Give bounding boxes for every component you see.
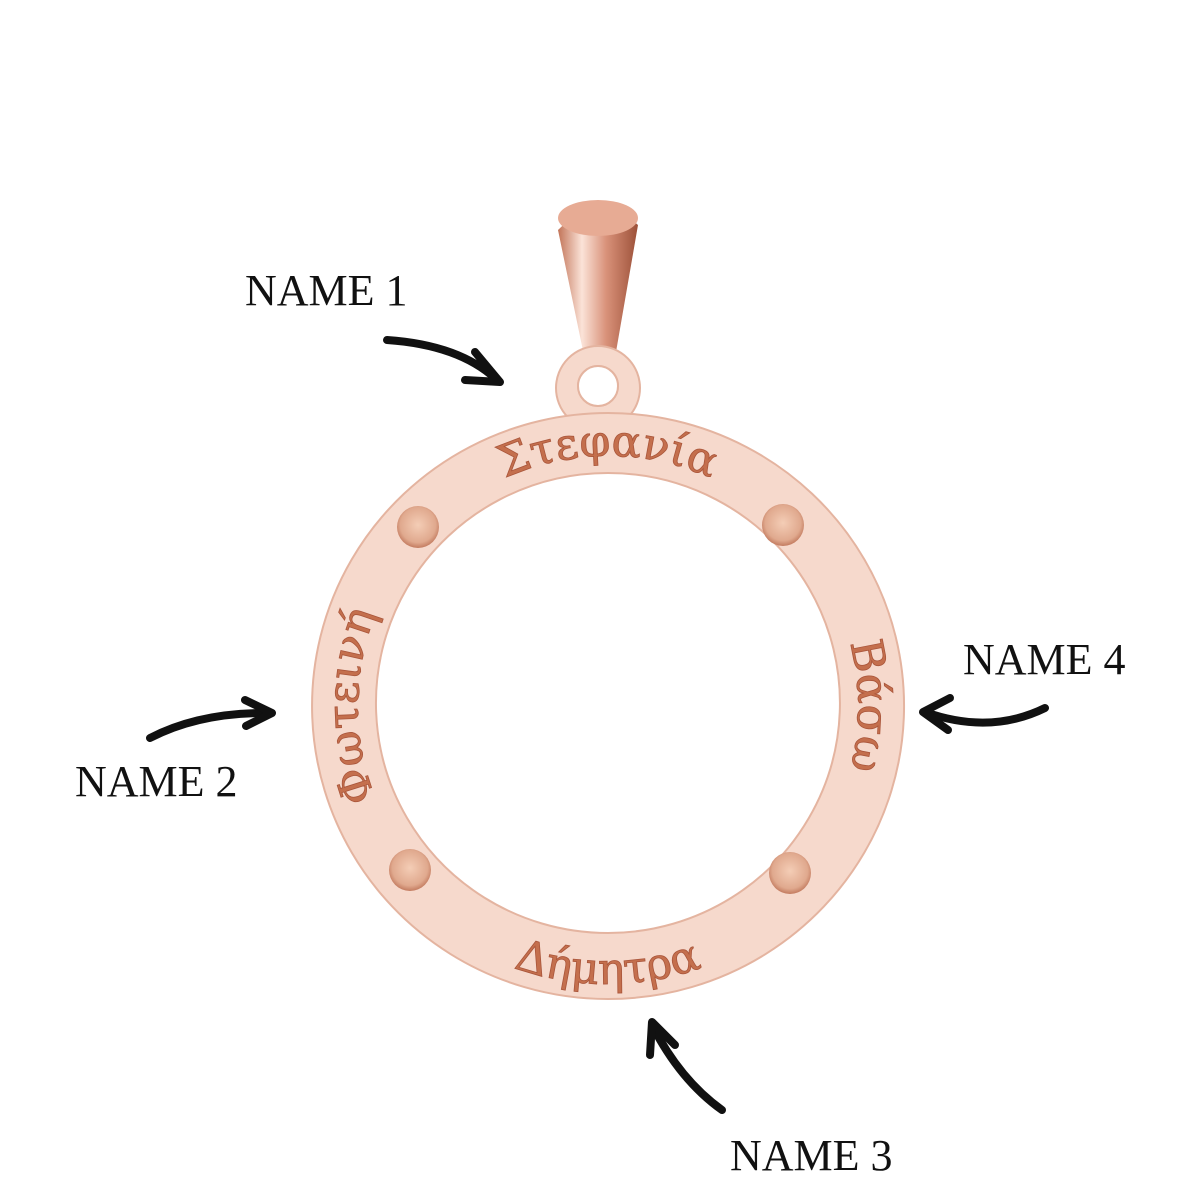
bail xyxy=(558,200,638,380)
engraving-right: Βάσω xyxy=(840,635,899,777)
pendant-ring xyxy=(311,412,905,1000)
decorative-dot xyxy=(762,504,804,546)
label-name-3: NAME 3 xyxy=(730,1131,893,1180)
label-name-2: NAME 2 xyxy=(75,757,238,806)
arrow-name-2-icon xyxy=(146,696,276,742)
arrow-name-1-icon xyxy=(383,336,504,386)
label-name-1: NAME 1 xyxy=(245,266,408,315)
decorative-dot xyxy=(769,852,811,894)
decorative-dot xyxy=(389,849,431,891)
arrow-name-3-icon xyxy=(646,1018,726,1114)
engraving-bottom: Δήμητρα xyxy=(510,930,706,996)
loop-hole xyxy=(577,365,619,407)
arrow-name-4-icon xyxy=(919,694,1049,734)
label-name-4: NAME 4 xyxy=(963,635,1126,684)
decorative-dot xyxy=(397,506,439,548)
